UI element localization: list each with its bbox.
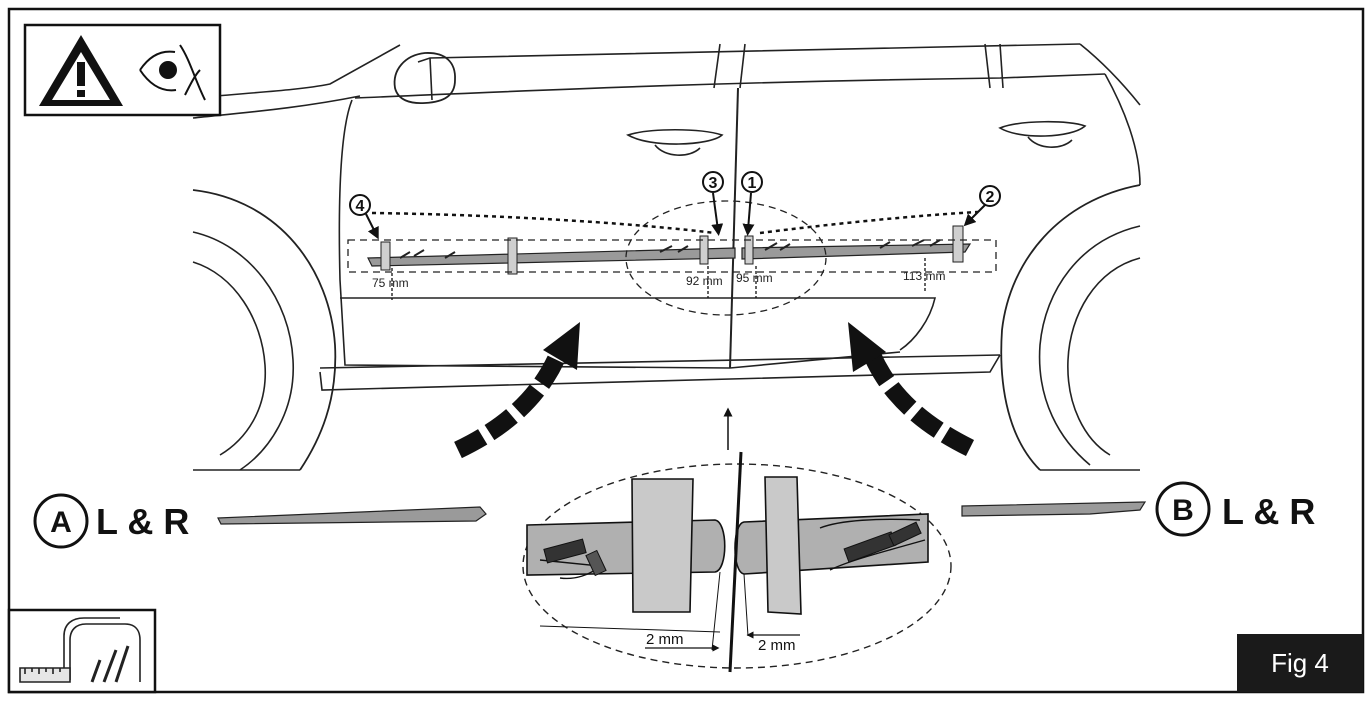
outer-frame — [7, 7, 1365, 694]
tape-strip — [744, 235, 754, 265]
part-b-side: L & R — [1222, 491, 1315, 532]
measurement-95mm: 95 mm — [736, 271, 773, 285]
molding-a-installed — [367, 247, 736, 267]
measuring-tape-icon — [19, 617, 141, 683]
part-a-side: L & R — [96, 501, 189, 542]
tape-strip — [380, 241, 391, 271]
car-body — [192, 43, 1141, 471]
part-a: A L & R — [33, 493, 487, 549]
dimension-baseline — [539, 625, 721, 633]
callout-markers: 3 1 2 4 — [349, 171, 1001, 240]
part-b: B L & R — [961, 481, 1315, 537]
figure-label-box: Fig 4 — [1237, 634, 1363, 692]
molding-area-box — [347, 239, 997, 273]
tape-strip — [507, 237, 518, 275]
height-measurements — [391, 258, 926, 300]
molding-b-part — [961, 501, 1147, 517]
eye-inspect-icon — [139, 44, 206, 101]
measurement-113mm: 113 mm — [903, 269, 945, 283]
molding-a-part — [217, 506, 487, 525]
part-a-badge — [33, 493, 89, 549]
callout-3-label: 3 — [709, 175, 718, 192]
clip-tab — [543, 538, 587, 564]
clip-tab-right-2 — [888, 521, 922, 547]
insert-arrows — [454, 322, 975, 459]
callout-4-label: 4 — [356, 198, 365, 215]
measure-box — [7, 608, 157, 694]
callout-1-label: 1 — [748, 175, 757, 192]
clip-marks — [399, 239, 941, 259]
warning-box — [23, 23, 222, 117]
gap-left-label: 2 mm — [646, 631, 684, 648]
part-b-letter: B — [1172, 494, 1194, 527]
door-moldings — [347, 200, 997, 316]
tape-left — [631, 478, 694, 613]
measurement-75mm: 75 mm — [372, 276, 409, 290]
arrow-to-front-door — [454, 346, 569, 459]
warning-triangle-icon — [39, 35, 123, 106]
detail-focus-ellipse — [625, 200, 827, 316]
door-gap-line — [728, 451, 743, 673]
callout-path — [371, 210, 979, 235]
molding-b-installed — [741, 243, 972, 260]
arrow-to-rear-door — [861, 346, 975, 457]
gap-right-label: 2 mm — [758, 637, 796, 654]
measurement-92mm: 92 mm — [686, 274, 723, 288]
arrow-head-rear — [848, 322, 886, 372]
callout-2-label: 2 — [986, 189, 995, 206]
part-a-letter: A — [50, 506, 72, 539]
tape-right — [764, 476, 802, 615]
arrow-head-front — [543, 322, 580, 370]
gap-detail: 2 mm 2 mm — [522, 451, 952, 673]
tape-strip — [952, 225, 964, 263]
figure-label: Fig 4 — [1271, 648, 1329, 678]
tape-strip — [699, 235, 709, 265]
part-b-badge — [1155, 481, 1211, 537]
clip-icon — [585, 549, 607, 577]
